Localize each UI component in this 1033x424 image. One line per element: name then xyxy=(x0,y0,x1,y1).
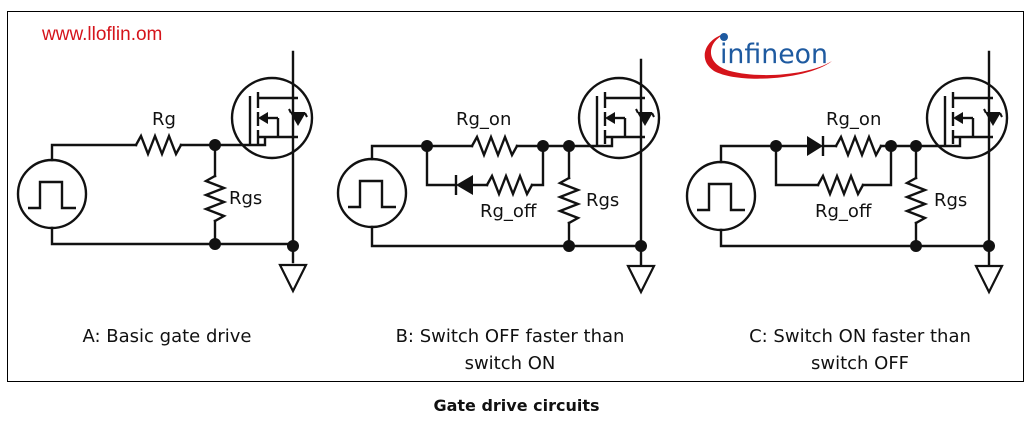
circuit-a: Rg Rgs A: Basic gate drive xyxy=(16,50,314,347)
watermark-text: www.lloflin.om xyxy=(42,24,163,45)
pulse-source-icon xyxy=(336,157,408,229)
caption-b-line1: B: Switch OFF faster than xyxy=(396,326,625,347)
resistor-rgs xyxy=(556,176,582,225)
pulse-source-icon xyxy=(685,160,757,232)
resistor-rg xyxy=(134,132,183,158)
caption-c-line2: switch OFF xyxy=(811,353,909,374)
label-rg-off: Rg_off xyxy=(815,201,872,222)
resistor-rg-on xyxy=(834,133,883,159)
resistor-rg-off xyxy=(816,172,865,198)
infineon-logo: infineon xyxy=(704,33,832,79)
label-rg-on: Rg_on xyxy=(826,109,881,130)
ground-icon xyxy=(278,263,308,293)
caption-c-line1: C: Switch ON faster than xyxy=(749,326,971,347)
label-rgs: Rgs xyxy=(934,190,967,211)
circuit-b: Rg_on Rg_off Rgs B: Switch OFF faster th… xyxy=(336,58,661,374)
resistor-rg-on xyxy=(470,133,519,159)
ground-icon xyxy=(974,264,1004,294)
logo-dot xyxy=(720,33,728,41)
ground-icon xyxy=(626,264,656,294)
diode-on-icon xyxy=(807,136,825,156)
caption-b-line2: switch ON xyxy=(465,353,556,374)
label-rg: Rg xyxy=(152,109,176,130)
figure-title: Gate drive circuits xyxy=(433,396,600,415)
logo-text: infineon xyxy=(720,39,828,70)
label-rg-on: Rg_on xyxy=(456,109,511,130)
diode-off-icon xyxy=(454,175,473,195)
resistor-rg-off xyxy=(485,172,534,198)
caption-a-line1: A: Basic gate drive xyxy=(82,326,251,347)
pulse-source-icon xyxy=(16,158,88,230)
label-rgs: Rgs xyxy=(586,190,619,211)
label-rg-off: Rg_off xyxy=(480,201,537,222)
logo-swoosh xyxy=(704,33,832,79)
resistor-rgs xyxy=(202,174,228,223)
label-rgs: Rgs xyxy=(229,188,262,209)
figure-frame xyxy=(7,11,1024,382)
circuit-c: Rg_on Rg_off Rgs C: Switch ON faster tha… xyxy=(685,50,1009,374)
resistor-rgs xyxy=(903,176,929,225)
